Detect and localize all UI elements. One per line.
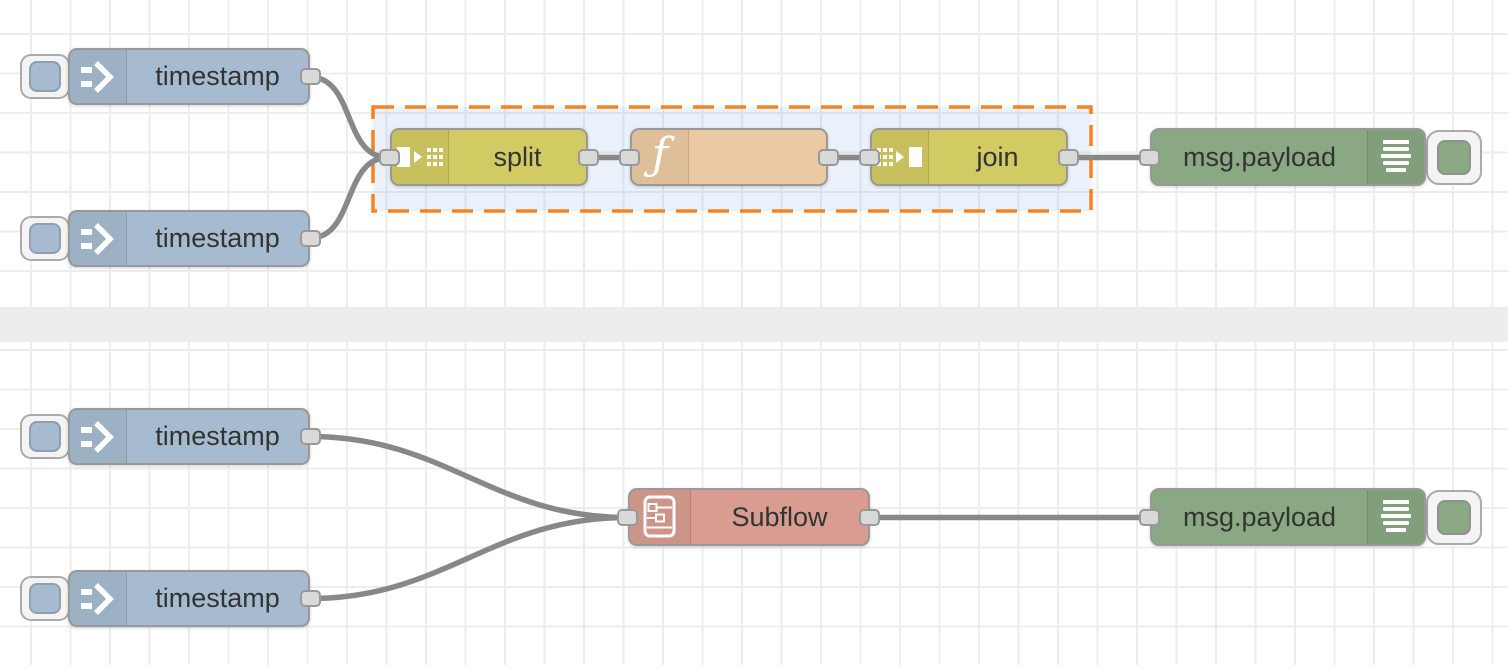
wire-inject-bottom-1-to-subflow[interactable] (307, 433, 630, 521)
node-inject-bottom-1[interactable]: timestamp (68, 408, 310, 465)
node-label: join (976, 141, 1019, 172)
function-f-icon: ƒ (651, 129, 669, 180)
wire-inject-top-1-to-split[interactable] (307, 74, 391, 161)
icon-region (392, 130, 449, 184)
node-debug-top[interactable]: msg.payload (1150, 128, 1426, 186)
icon-region (1367, 490, 1424, 544)
icon-region: ƒ (632, 130, 689, 184)
wire-inject-bottom-2-to-subflow[interactable] (307, 514, 630, 602)
port-output-subflow[interactable] (859, 509, 880, 526)
icon-region (70, 572, 127, 625)
icon-region (70, 410, 127, 463)
inject-trigger-button[interactable] (29, 61, 61, 92)
double-arrow-right-icon (81, 222, 114, 255)
port-input-debug-top[interactable] (1139, 149, 1160, 166)
debug-toggle-button[interactable] (1437, 140, 1471, 175)
port-output-join[interactable] (1058, 149, 1079, 166)
node-debug-bottom[interactable]: msg.payload (1150, 488, 1426, 546)
icon-region (630, 490, 691, 544)
node-label: msg.payload (1182, 501, 1337, 532)
node-label: msg.payload (1182, 141, 1337, 172)
inject-trigger-button[interactable] (29, 223, 61, 254)
port-output-inject-bottom-2[interactable] (300, 590, 321, 607)
node-join[interactable]: join (870, 128, 1068, 186)
node-function[interactable]: ƒ (630, 128, 828, 186)
icon-region (872, 130, 929, 184)
icon-region (70, 50, 127, 103)
join-parts-to-square-icon (877, 147, 922, 167)
port-output-split[interactable] (578, 149, 599, 166)
port-output-inject-bottom-1[interactable] (300, 428, 321, 445)
subflow-diagram-icon (643, 495, 676, 538)
node-inject-top-2[interactable]: timestamp (68, 210, 310, 267)
list-lines-icon (1381, 140, 1411, 172)
node-label: timestamp (155, 583, 280, 613)
double-arrow-right-icon (81, 420, 114, 453)
node-inject-top-1[interactable]: timestamp (68, 48, 310, 105)
double-arrow-right-icon (81, 582, 114, 615)
node-label: timestamp (155, 61, 280, 91)
node-label: timestamp (155, 421, 280, 451)
icon-region (70, 212, 127, 265)
port-output-inject-top-1[interactable] (300, 68, 321, 85)
flow-separator-band (0, 307, 1508, 342)
node-subflow[interactable]: Subflow (628, 488, 870, 546)
inject-trigger-button[interactable] (29, 583, 61, 614)
port-input-join[interactable] (859, 149, 880, 166)
node-split[interactable]: split (390, 128, 588, 186)
port-output-inject-top-2[interactable] (300, 230, 321, 247)
icon-region (1367, 130, 1424, 184)
port-input-function[interactable] (619, 149, 640, 166)
port-input-split[interactable] (379, 149, 400, 166)
port-input-debug-bottom[interactable] (1139, 509, 1160, 526)
wire-inject-top-2-to-split[interactable] (307, 154, 391, 241)
inject-trigger-button[interactable] (29, 421, 61, 452)
port-input-subflow[interactable] (617, 509, 638, 526)
debug-toggle-button[interactable] (1437, 500, 1471, 535)
list-lines-icon (1381, 500, 1411, 532)
node-inject-bottom-2[interactable]: timestamp (68, 570, 310, 627)
double-arrow-right-icon (81, 60, 114, 93)
split-square-to-parts-icon (397, 147, 443, 167)
node-label (689, 130, 826, 184)
port-output-function[interactable] (818, 149, 839, 166)
node-label: split (493, 141, 542, 172)
node-label: timestamp (155, 223, 280, 253)
node-label: Subflow (731, 501, 828, 532)
